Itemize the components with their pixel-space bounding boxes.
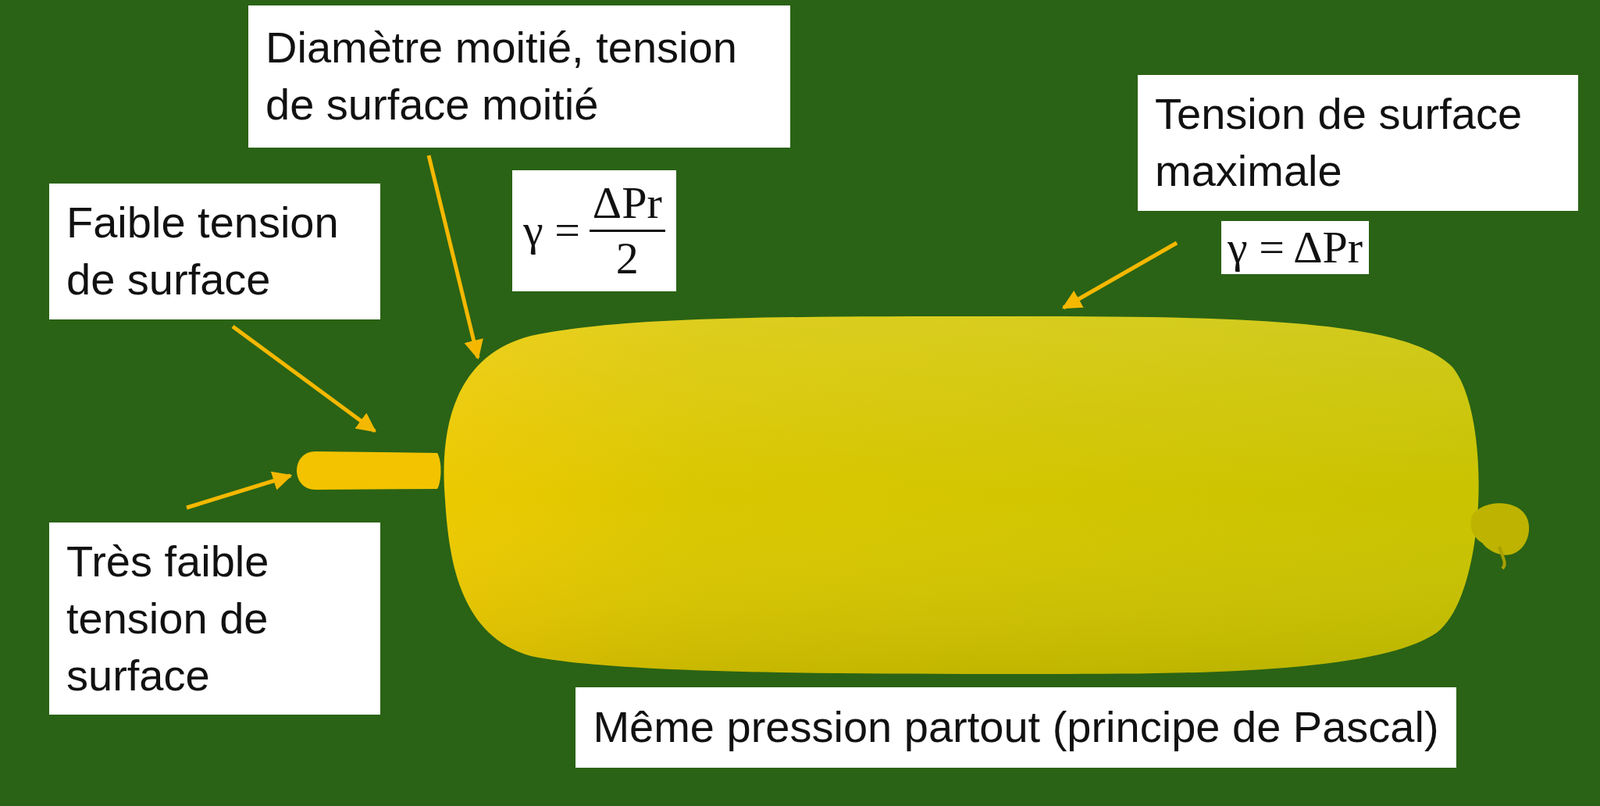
formula-text: γ = ΔPr bbox=[1227, 222, 1363, 273]
leader-arrow bbox=[186, 475, 291, 508]
leader-arrow bbox=[428, 155, 478, 358]
label-text: Faible tension de surface bbox=[66, 194, 364, 309]
fraction: ΔPr2 bbox=[589, 178, 666, 284]
numerator: ΔPr bbox=[589, 178, 666, 232]
denominator: 2 bbox=[616, 231, 639, 284]
balloon-neck bbox=[296, 451, 442, 490]
formula-box: γ = ΔPr bbox=[1221, 220, 1369, 275]
leader-arrow bbox=[1063, 242, 1177, 308]
note-box: Même pression partout (principe de Pasca… bbox=[575, 687, 1456, 768]
label-text: Très faible tension de surface bbox=[66, 533, 364, 704]
balloon bbox=[296, 316, 1529, 674]
label-box: Très faible tension de surface bbox=[49, 522, 381, 715]
balloon-body bbox=[443, 316, 1479, 674]
label-box: Faible tension de surface bbox=[49, 183, 381, 320]
formula-box: γ =ΔPr2 bbox=[512, 170, 677, 292]
balloon-shading bbox=[443, 316, 1479, 674]
label-box: Tension de surface maximale bbox=[1137, 74, 1579, 211]
balloon-knot-tip bbox=[1499, 546, 1505, 569]
label-box: Diamètre moitié, tension de surface moit… bbox=[248, 5, 791, 148]
label-text: Tension de surface maximale bbox=[1154, 85, 1561, 200]
label-text: Diamètre moitié, tension de surface moit… bbox=[265, 19, 774, 134]
leader-arrow bbox=[232, 326, 375, 432]
label-text: Même pression partout (principe de Pasca… bbox=[592, 698, 1439, 756]
formula-lhs: γ = bbox=[523, 205, 581, 256]
